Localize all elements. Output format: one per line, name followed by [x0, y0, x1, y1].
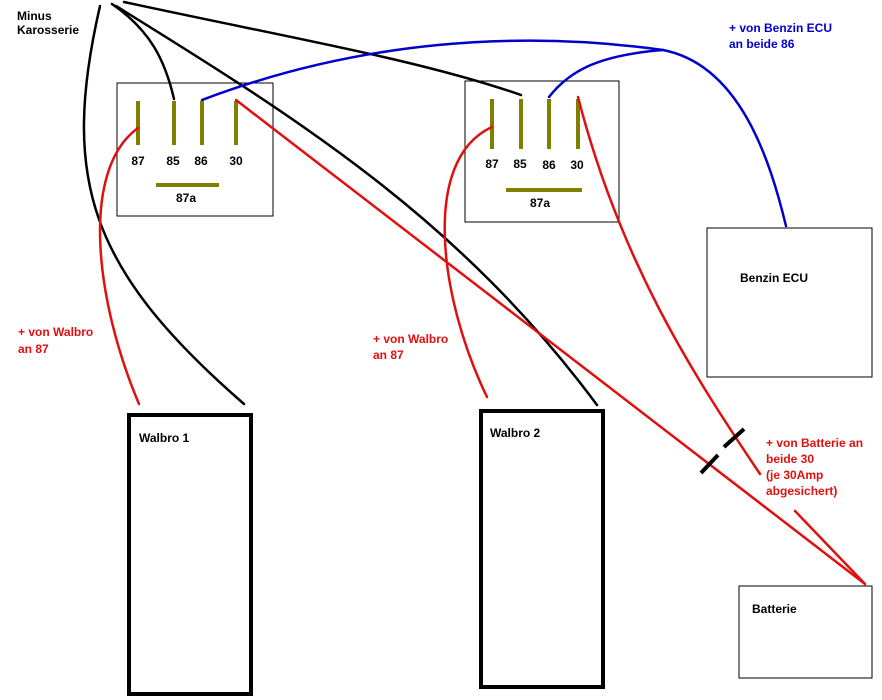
walbro-2-note-line-1: + von Walbro [373, 332, 448, 346]
walbro-1-label: Walbro 1 [139, 431, 190, 445]
fuse-mark-relay-1 [699, 453, 720, 475]
battery-wire-relay-1-30 [234, 98, 867, 586]
ground-note-line-2: Karosserie [17, 23, 79, 37]
ecu-label: Benzin ECU [740, 271, 808, 285]
relay-2-pin-label-85: 85 [513, 157, 527, 171]
walbro-1-wire-87 [98, 126, 141, 406]
ground-note-line-1: Minus [17, 9, 52, 23]
relay-1-pin-label-87: 87 [131, 154, 145, 168]
ground-wire-relay-2-85 [122, 0, 523, 97]
relay-2-pin-label-30: 30 [570, 158, 584, 172]
battery-note-line-1: + von Batterie an [766, 436, 863, 450]
ecu-note-line-1: + von Benzin ECU [729, 21, 832, 35]
battery-note-line-2: beide 30 [766, 452, 814, 466]
ecu-note-line-2: an beide 86 [729, 37, 795, 51]
relay-2-pin-label-87a: 87a [530, 196, 550, 210]
relay-2-pin-label-86: 86 [542, 158, 556, 172]
relay-1-pin-label-87a: 87a [176, 191, 196, 205]
ground-wire-relay-1-85 [110, 2, 176, 101]
walbro-1-note-line-2: an 87 [18, 342, 49, 356]
battery-label: Batterie [752, 602, 797, 616]
ground-wire-walbro-2 [114, 4, 599, 407]
battery-box [738, 585, 873, 679]
relay-1-pin-label-30: 30 [229, 154, 243, 168]
ecu-wire-relay-1-86 [200, 39, 788, 228]
walbro-2-label: Walbro 2 [490, 426, 541, 440]
walbro-2-note-line-2: an 87 [373, 348, 404, 362]
walbro-1-note-line-1: + von Walbro [18, 325, 93, 339]
ecu-box [706, 227, 873, 378]
walbro-2-box [479, 409, 605, 689]
fuse-mark-relay-2 [722, 427, 746, 449]
battery-wire-relay-2-30 [576, 95, 762, 476]
battery-note-line-4: abgesichert) [766, 484, 837, 498]
ecu-wire-relay-2-86 [547, 48, 665, 99]
battery-note-line-3: (je 30Amp [766, 468, 823, 482]
walbro-1-box [127, 413, 253, 696]
relay-1-pin-label-86: 86 [194, 154, 208, 168]
battery-wire-relay-2-30-end [793, 509, 867, 586]
relay-2-pin-label-87: 87 [485, 157, 499, 171]
walbro-2-wire-87 [443, 125, 494, 399]
relay-1-pin-label-85: 85 [166, 154, 180, 168]
